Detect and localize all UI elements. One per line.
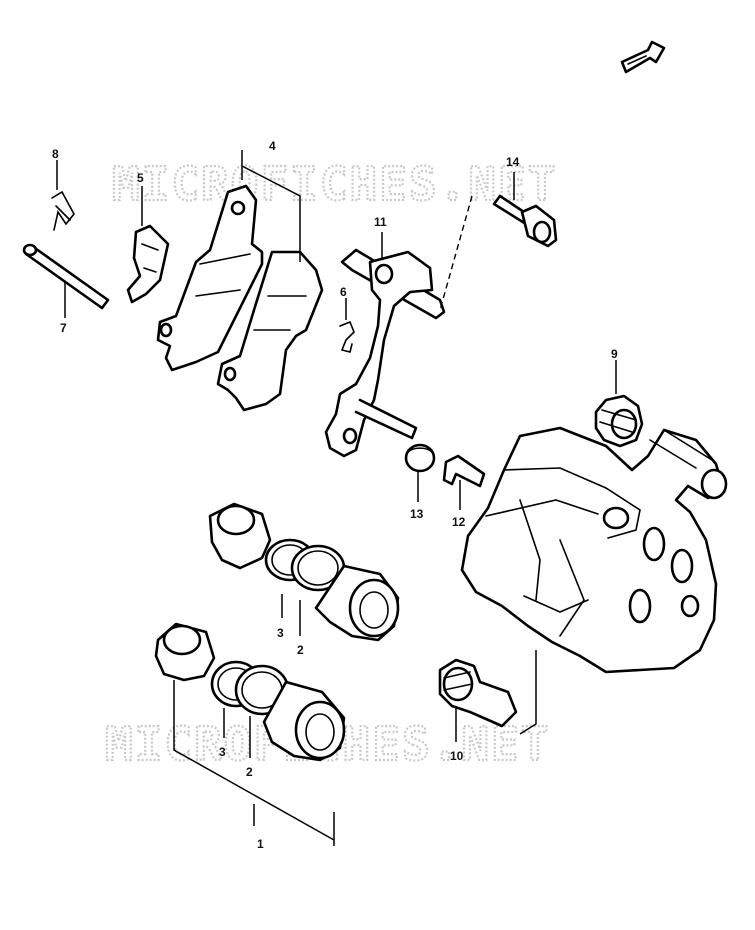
callout-11: 11 — [374, 215, 387, 229]
callout-10: 10 — [450, 749, 464, 763]
callout-8: 8 — [52, 147, 59, 161]
part-4-pad-right — [216, 250, 324, 412]
watermark-top: MICROFICHES.NET — [112, 157, 557, 211]
part-14-bolt — [492, 194, 558, 248]
part-12-bleeder — [442, 454, 486, 488]
callout-13: 13 — [410, 507, 424, 521]
callout-2-lower: 2 — [246, 765, 253, 779]
callout-3-upper: 3 — [277, 626, 284, 640]
callout-6: 6 — [340, 285, 347, 299]
direction-arrow-icon — [620, 40, 666, 74]
callout-1: 1 — [257, 837, 264, 851]
part-piston-upper — [208, 502, 400, 642]
leader-1-left — [173, 680, 335, 841]
callout-2-upper: 2 — [297, 643, 304, 657]
callout-7: 7 — [60, 321, 67, 335]
part-8-clip — [51, 190, 75, 231]
part-5-spring — [126, 224, 170, 304]
part-10-plug — [438, 658, 518, 728]
part-piston-lower — [154, 622, 346, 762]
part-9-boot — [594, 394, 644, 448]
callout-3-lower: 3 — [219, 745, 226, 759]
leader-body — [519, 650, 537, 735]
callout-9: 9 — [611, 347, 618, 361]
leader-4 — [241, 150, 301, 262]
callout-14: 14 — [506, 155, 520, 169]
callout-12: 12 — [452, 515, 466, 529]
part-13-cap — [404, 443, 436, 473]
part-4-pad-left — [156, 184, 264, 372]
part-7-pin — [22, 243, 110, 310]
leader-14-dashed — [439, 195, 473, 311]
callout-5: 5 — [137, 171, 144, 185]
caliper-body — [460, 426, 728, 674]
part-6-bolt — [339, 320, 355, 353]
callout-4: 4 — [269, 139, 276, 153]
part-11-bracket — [324, 248, 446, 458]
